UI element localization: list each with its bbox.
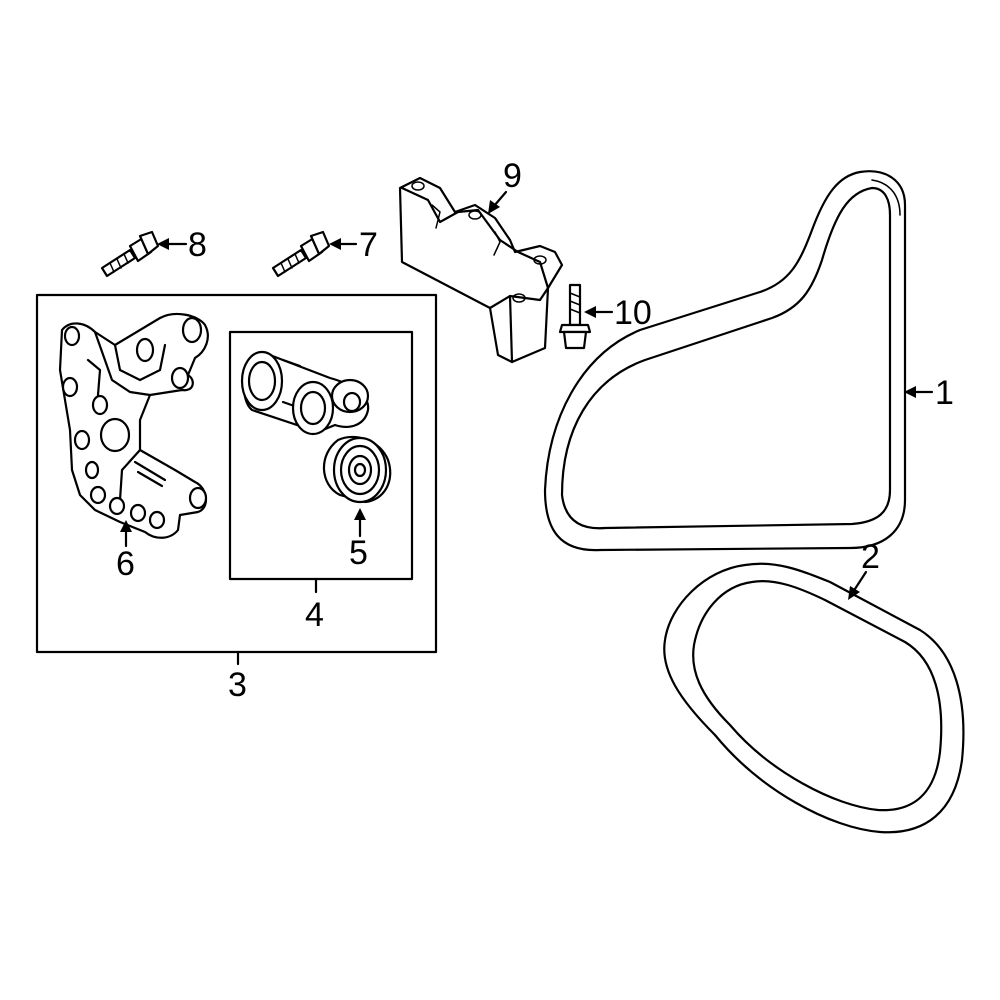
bolt-10[interactable] (558, 283, 592, 350)
callout-2: 2 (861, 538, 880, 576)
tensioner-subassembly-box (228, 330, 414, 581)
callout-7: 7 (359, 226, 378, 264)
idler-pulley[interactable] (322, 435, 392, 504)
callout-1: 1 (935, 374, 954, 412)
callout-4: 4 (305, 596, 324, 634)
callout-1-leader (904, 386, 934, 398)
callout-6: 6 (116, 545, 135, 583)
callout-10: 10 (614, 294, 652, 332)
callout-9: 9 (503, 157, 522, 195)
tensioner-assembly-box (35, 293, 438, 654)
callout-10-leader (584, 306, 614, 318)
mount-bracket[interactable] (398, 176, 564, 364)
tensioner-unit[interactable] (240, 350, 370, 436)
belt-small[interactable] (663, 562, 965, 834)
callout-8-leader (157, 238, 188, 250)
callout-3: 3 (228, 666, 247, 704)
callout-5-leader (354, 508, 366, 538)
callout-7-leader (329, 238, 358, 250)
tensioner-bracket[interactable] (58, 312, 209, 539)
callout-5: 5 (349, 534, 368, 572)
belt-large[interactable] (543, 170, 907, 552)
callout-8: 8 (188, 226, 207, 264)
callout-9-leader (488, 190, 508, 214)
bolt-7[interactable] (271, 230, 331, 278)
bolt-8[interactable] (100, 230, 160, 278)
callout-2-leader (848, 570, 868, 600)
callout-6-leader (120, 520, 132, 548)
